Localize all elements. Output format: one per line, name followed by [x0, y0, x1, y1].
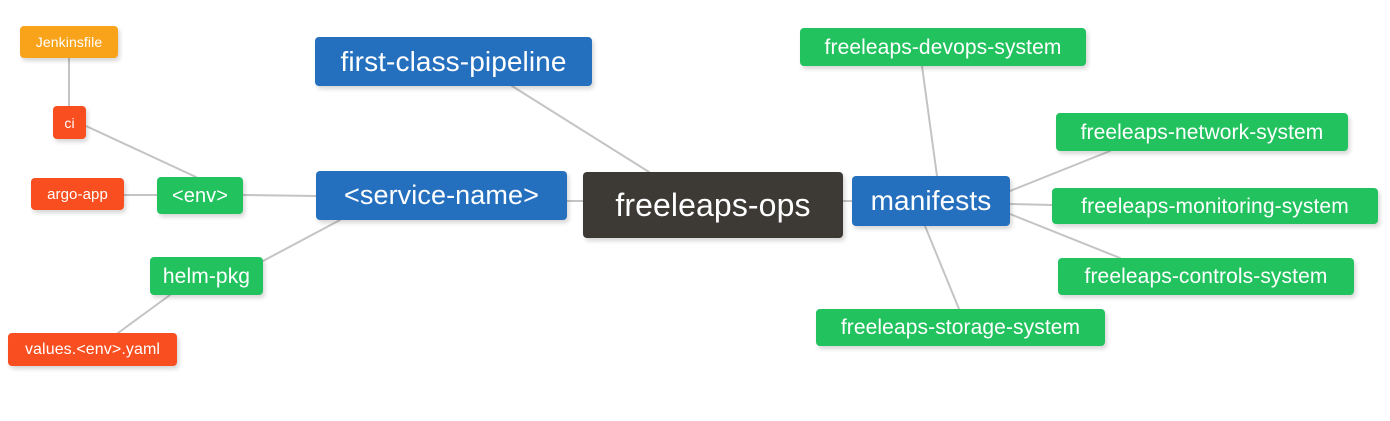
edge-service-name-to-helm-pkg: [262, 219, 341, 262]
edge-manifests-to-freeleaps-monitoring-system: [1009, 203, 1053, 206]
node-label: freeleaps-ops: [615, 187, 811, 223]
node-label: freeleaps-network-system: [1080, 120, 1324, 144]
node-label: freeleaps-controls-system: [1084, 265, 1328, 288]
edge-first-class-pipeline-to-freeleaps-ops: [511, 85, 650, 173]
edge-helm-pkg-to-values-yaml: [117, 294, 171, 334]
node-label: helm-pkg: [162, 264, 251, 288]
node-label: values.<env>.yaml: [24, 340, 161, 358]
edge-manifests-to-freeleaps-network-system: [1009, 150, 1111, 192]
node-manifests[interactable]: manifests: [852, 176, 1010, 226]
node-first-class-pipeline[interactable]: first-class-pipeline: [315, 37, 592, 86]
node-freeleaps-monitoring-system[interactable]: freeleaps-monitoring-system: [1052, 188, 1378, 224]
node-values-yaml[interactable]: values.<env>.yaml: [8, 333, 177, 366]
edge-ci-to-env: [85, 125, 197, 178]
node-jenkinsfile[interactable]: Jenkinsfile: [20, 26, 118, 58]
node-freeleaps-network-system[interactable]: freeleaps-network-system: [1056, 113, 1348, 151]
node-service-name[interactable]: <service-name>: [316, 171, 567, 220]
edge-env-to-service-name: [242, 194, 317, 197]
node-freeleaps-devops-system[interactable]: freeleaps-devops-system: [800, 28, 1086, 66]
node-freeleaps-storage-system[interactable]: freeleaps-storage-system: [816, 309, 1105, 346]
edge-manifests-to-freeleaps-devops-system: [921, 65, 938, 177]
node-label: manifests: [870, 185, 992, 216]
node-argo-app[interactable]: argo-app: [31, 178, 124, 210]
node-freeleaps-controls-system[interactable]: freeleaps-controls-system: [1058, 258, 1354, 295]
node-label: Jenkinsfile: [35, 34, 103, 50]
node-env[interactable]: <env>: [157, 177, 243, 214]
node-helm-pkg[interactable]: helm-pkg: [150, 257, 263, 295]
edge-manifests-to-freeleaps-storage-system: [924, 225, 960, 310]
node-label: <service-name>: [344, 180, 539, 210]
node-freeleaps-ops[interactable]: freeleaps-ops: [583, 172, 843, 238]
node-label: freeleaps-monitoring-system: [1081, 194, 1349, 218]
node-label: freeleaps-storage-system: [840, 316, 1081, 339]
node-label: ci: [64, 114, 75, 131]
node-label: first-class-pipeline: [340, 45, 567, 77]
node-label: argo-app: [47, 185, 108, 203]
node-ci[interactable]: ci: [53, 106, 86, 139]
node-label: freeleaps-devops-system: [824, 35, 1062, 59]
node-label: <env>: [171, 184, 229, 207]
